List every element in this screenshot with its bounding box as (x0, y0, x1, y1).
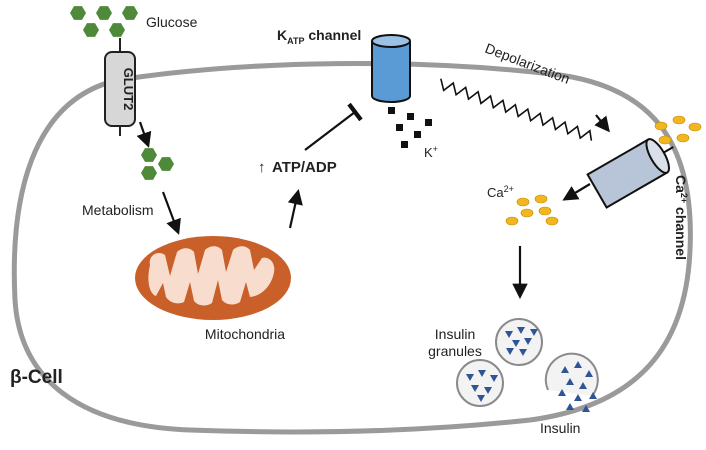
ca-channel-word: channel (673, 203, 689, 260)
katp-channel (371, 41, 411, 103)
potassium-ion (414, 131, 421, 138)
calcium-channel-stem (663, 146, 674, 154)
intracellular-calcium (505, 194, 559, 226)
insulin-label: Insulin (540, 420, 580, 436)
insulin-triangle (579, 382, 587, 389)
insulin-triangle (484, 387, 492, 394)
glut2-label: GLUT2 (121, 68, 136, 111)
insulin-triangle (582, 405, 590, 412)
potassium-label: K+ (424, 144, 438, 160)
glucose-entry-arrow (136, 121, 152, 148)
ca-ion-label: Ca2+ (487, 184, 514, 200)
depolarization-arrow (594, 114, 610, 133)
calcium-ion (520, 208, 534, 218)
glucose-molecules (70, 6, 138, 37)
ca-ion: Ca (487, 185, 504, 200)
intracellular-glucose (141, 148, 174, 180)
glucose-hexagon (83, 23, 99, 37)
insulin-triangle (566, 403, 574, 410)
katp-inhibition (304, 102, 363, 151)
beta-cell-label: β-Cell (10, 367, 63, 388)
depolarization-zigzag (440, 78, 593, 141)
glucose-hexagon (141, 148, 157, 162)
katp-channel-word: channel (304, 27, 361, 43)
insulin-molecules (466, 327, 597, 412)
atp-arrow (287, 188, 303, 229)
insulin-triangle (478, 370, 486, 377)
insulin-triangle (524, 338, 532, 345)
mitochondria-label: Mitochondria (205, 326, 285, 342)
calcium-ion (658, 135, 672, 145)
calcium-ion (505, 216, 519, 226)
potassium-ion (396, 124, 403, 131)
insulin-triangle (506, 348, 514, 355)
k-plus-sup: + (433, 144, 438, 154)
calcium-entry-arrow (562, 183, 591, 201)
calcium-ion (516, 197, 530, 207)
calcium-ion (534, 194, 548, 204)
calcium-ion (654, 121, 668, 131)
insulin-triangle (566, 378, 574, 385)
insulin-triangle (505, 331, 513, 338)
metabolism-arrow (161, 191, 181, 235)
insulin-triangle (517, 327, 525, 334)
calcium-channel (586, 138, 674, 209)
insulin-triangle (490, 375, 498, 382)
insulin-triangle (466, 374, 474, 381)
katp-sub: ATP (287, 36, 304, 46)
potassium-ions (388, 107, 432, 148)
ca-channel-ca: Ca (673, 175, 689, 193)
calcium-ion (538, 206, 552, 216)
glucose-label: Glucose (146, 14, 198, 30)
insulin-granules-label-line2: granules (428, 343, 482, 359)
mitochondrion-cristae (148, 246, 275, 306)
potassium-ion (425, 119, 432, 126)
ca-ion-sup: 2+ (504, 184, 514, 194)
glucose-hexagon (96, 6, 112, 20)
potassium-ion (407, 113, 414, 120)
ca-channel-label: Ca2+ channel (673, 175, 689, 260)
insulin-granules-label-line1: Insulin (435, 326, 475, 342)
insulin-triangle (561, 366, 569, 373)
calcium-ion (672, 115, 686, 125)
insulin-triangle (558, 389, 566, 396)
glucose-hexagon (122, 6, 138, 20)
glucose-hexagon (158, 157, 174, 171)
insulin-granule (456, 359, 504, 407)
potassium-ion (401, 141, 408, 148)
katp-channel-top (371, 34, 411, 48)
insulin-triangle (477, 395, 485, 402)
katp-k: K (277, 27, 287, 43)
k-plus: K (424, 145, 433, 160)
atp-up-arrow: ↑ (258, 159, 266, 176)
ca-channel-sup: 2+ (679, 193, 689, 203)
insulin-granule (495, 318, 543, 366)
glut2-transporter (104, 51, 136, 127)
insulin-triangle (574, 361, 582, 368)
insulin-triangle (530, 329, 538, 336)
calcium-channel-opening (645, 138, 670, 174)
katp-label: KATP channel (277, 27, 361, 46)
metabolism-label: Metabolism (82, 202, 154, 218)
extracellular-calcium (654, 115, 702, 145)
potassium-ion (388, 107, 395, 114)
atp-adp-label: ATP/ADP (272, 159, 337, 176)
glucose-hexagon (70, 6, 86, 20)
calcium-ion (688, 122, 702, 132)
calcium-ion (676, 133, 690, 143)
insulin-triangle (519, 349, 527, 356)
insulin-triangle (589, 392, 597, 399)
glucose-hexagon (141, 166, 157, 180)
insulin-triangle (512, 340, 520, 347)
calcium-ion (545, 216, 559, 226)
glucose-hexagon (109, 23, 125, 37)
insulin-triangle (574, 394, 582, 401)
insulin-triangle (585, 370, 593, 377)
insulin-triangle (471, 385, 479, 392)
